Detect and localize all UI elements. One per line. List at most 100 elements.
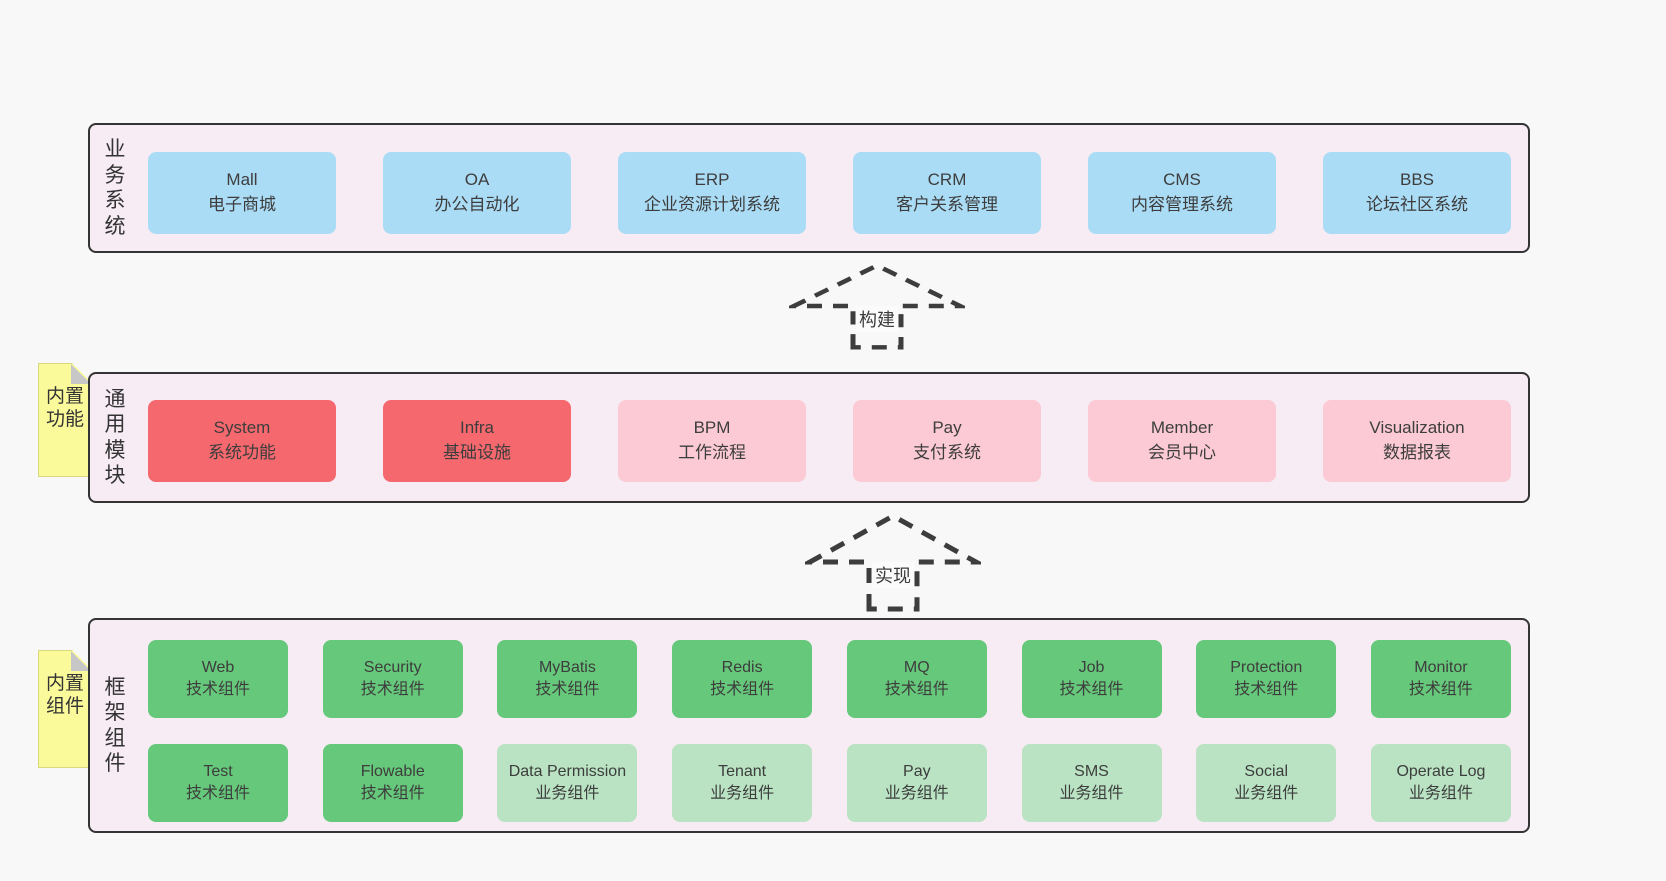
box-bbs: BBS 论坛社区系统 <box>1323 152 1511 234</box>
box-name: MQ <box>903 658 930 676</box>
band-label-common-modules: 通用模块 <box>104 387 126 488</box>
box-desc: 技术组件 <box>535 681 600 698</box>
box-protection: Protection 技术组件 <box>1196 640 1337 718</box>
box-pay-module: Pay 支付系统 <box>853 400 1041 482</box>
box-name: OA <box>464 170 490 190</box>
business-systems-row: Mall 电子商城 OA 办公自动化 ERP 企业资源计划系统 CRM 客户关系… <box>148 152 1511 234</box>
box-desc: 客户关系管理 <box>896 195 998 214</box>
box-desc: 技术组件 <box>1408 681 1473 698</box>
box-cms: CMS 内容管理系统 <box>1088 152 1276 234</box>
box-desc: 电子商城 <box>208 195 276 214</box>
box-name: Infra <box>459 418 495 438</box>
box-name: Tenant <box>718 762 767 780</box>
box-name: Visualization <box>1369 418 1465 438</box>
box-desc: 基础设施 <box>443 443 511 462</box>
box-visualization: Visualization 数据报表 <box>1323 400 1511 482</box>
box-desc: 技术组件 <box>884 681 949 698</box>
box-desc: 技术组件 <box>710 681 775 698</box>
arrow-build: 构建 <box>789 262 965 350</box>
box-name: MyBatis <box>538 658 596 676</box>
common-modules-row: System 系统功能 Infra 基础设施 BPM 工作流程 Pay 支付系统… <box>148 400 1511 482</box>
box-desc: 论坛社区系统 <box>1366 195 1468 214</box>
box-desc: 业务组件 <box>1234 785 1299 802</box>
box-name: CRM <box>927 170 967 190</box>
box-name: ERP <box>694 170 730 190</box>
box-desc: 企业资源计划系统 <box>644 195 780 214</box>
box-name: Pay <box>903 762 931 780</box>
box-desc: 数据报表 <box>1383 443 1451 462</box>
box-desc: 业务组件 <box>710 785 775 802</box>
box-mall: Mall 电子商城 <box>148 152 336 234</box>
box-name: SMS <box>1074 762 1109 780</box>
box-desc: 业务组件 <box>1059 785 1124 802</box>
box-name: CMS <box>1163 170 1201 190</box>
sticky-note-built-in-components: 内置组件 <box>38 650 92 768</box>
dashed-up-arrow-icon <box>789 263 965 350</box>
box-tenant: Tenant 业务组件 <box>672 744 813 822</box>
box-social: Social 业务组件 <box>1196 744 1337 822</box>
arrow-implement: 实现 <box>805 512 981 612</box>
box-desc: 技术组件 <box>360 681 425 698</box>
box-operate-log: Operate Log 业务组件 <box>1370 744 1511 822</box>
box-data-permission: Data Permission 业务组件 <box>497 744 638 822</box>
band-label-business-systems: 业务系统 <box>104 137 126 238</box>
box-desc: 业务组件 <box>884 785 949 802</box>
box-desc: 内容管理系统 <box>1131 195 1233 214</box>
box-desc: 技术组件 <box>185 785 250 802</box>
box-web: Web 技术组件 <box>148 640 288 718</box>
box-sms: SMS 业务组件 <box>1021 744 1162 822</box>
box-name: System <box>213 418 271 438</box>
box-name: Security <box>363 658 422 676</box>
box-erp: ERP 企业资源计划系统 <box>618 152 806 234</box>
box-desc: 支付系统 <box>913 443 981 462</box>
band-business-systems: 业务系统 Mall 电子商城 OA 办公自动化 ERP 企业资源计划系统 CRM… <box>88 123 1530 253</box>
box-system: System 系统功能 <box>148 400 336 482</box>
sticky-note-text: 内置功能 <box>45 386 84 430</box>
box-job: Job 技术组件 <box>1021 640 1162 718</box>
box-desc: 业务组件 <box>1408 785 1473 802</box>
arrow-implement-label: 实现 <box>872 562 914 588</box>
box-flowable: Flowable 技术组件 <box>322 744 463 822</box>
box-crm: CRM 客户关系管理 <box>853 152 1041 234</box>
box-security: Security 技术组件 <box>322 640 463 718</box>
box-name: BPM <box>693 418 731 438</box>
box-name: Web <box>201 658 235 676</box>
box-desc: 系统功能 <box>208 443 276 462</box>
framework-components-row-2: Test 技术组件 Flowable 技术组件 Data Permission … <box>148 744 1511 822</box>
box-name: Pay <box>932 418 962 438</box>
box-mybatis: MyBatis 技术组件 <box>497 640 638 718</box>
box-oa: OA 办公自动化 <box>383 152 571 234</box>
band-framework-components: 框架组件 Web 技术组件 Security 技术组件 MyBatis 技术组件… <box>88 618 1530 833</box>
box-pay-component: Pay 业务组件 <box>846 744 987 822</box>
box-name: Social <box>1244 762 1288 780</box>
box-infra: Infra 基础设施 <box>383 400 571 482</box>
box-test: Test 技术组件 <box>148 744 288 822</box>
box-name: BBS <box>1399 170 1435 190</box>
box-desc: 会员中心 <box>1148 443 1216 462</box>
framework-components-row-1: Web 技术组件 Security 技术组件 MyBatis 技术组件 Redi… <box>148 640 1511 718</box>
band-label-framework-components: 框架组件 <box>104 675 126 776</box>
box-name: Mall <box>226 170 258 190</box>
box-desc: 工作流程 <box>678 443 746 462</box>
box-desc: 技术组件 <box>360 785 425 802</box>
box-desc: 技术组件 <box>1234 681 1299 698</box>
box-desc: 技术组件 <box>1059 681 1124 698</box>
band-common-modules: 通用模块 System 系统功能 Infra 基础设施 BPM 工作流程 Pay… <box>88 372 1530 503</box>
box-mq: MQ 技术组件 <box>846 640 987 718</box>
box-name: Data Permission <box>508 762 627 780</box>
box-name: Monitor <box>1414 658 1468 676</box>
arrow-build-label: 构建 <box>856 306 898 332</box>
box-monitor: Monitor 技术组件 <box>1370 640 1511 718</box>
box-redis: Redis 技术组件 <box>672 640 813 718</box>
box-name: Member <box>1150 418 1214 438</box>
box-name: Test <box>203 762 233 780</box>
box-name: Flowable <box>360 762 425 780</box>
box-name: Protection <box>1230 658 1303 676</box>
sticky-note-built-in-features: 内置功能 <box>38 363 92 477</box>
dashed-up-arrow-icon <box>805 513 981 612</box>
box-name: Redis <box>721 658 763 676</box>
box-desc: 业务组件 <box>535 785 600 802</box>
box-member: Member 会员中心 <box>1088 400 1276 482</box>
box-desc: 办公自动化 <box>434 195 520 214</box>
